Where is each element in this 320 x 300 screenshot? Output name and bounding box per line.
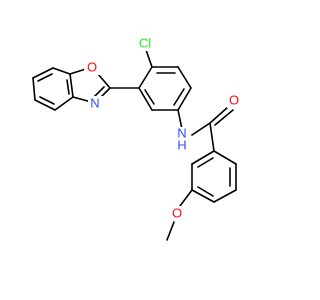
bond-inner — [66, 79, 70, 95]
label-background — [135, 36, 156, 51]
benzoxazole-benzene-ring — [32, 67, 74, 111]
bond — [191, 189, 215, 203]
bond — [191, 150, 215, 165]
bond — [54, 96, 74, 111]
bond — [209, 122, 215, 152]
label-background — [169, 206, 185, 221]
bond — [32, 77, 36, 101]
methoxy-oxygen-label: O — [172, 206, 182, 221]
oxazole-oxygen-label: O — [87, 60, 97, 75]
label-background — [227, 93, 242, 108]
bond-inner — [144, 89, 155, 105]
bond-inner — [173, 88, 185, 106]
atom-labels: O N Cl N H O O — [84, 36, 242, 221]
bond — [138, 66, 153, 89]
bond — [177, 87, 192, 111]
bond-inner — [197, 157, 214, 168]
bond — [34, 99, 56, 111]
carbonyl-oxygen-label: O — [229, 93, 239, 108]
bond — [179, 189, 193, 207]
bond-inner — [37, 73, 53, 82]
bond — [209, 106, 229, 124]
bond — [177, 66, 192, 89]
bond — [213, 189, 237, 203]
bond — [166, 221, 175, 241]
chlorophenyl-ring — [138, 66, 192, 111]
bond — [145, 49, 153, 68]
chlorine-label: Cl — [139, 36, 151, 51]
bond — [213, 150, 237, 165]
bond — [177, 109, 183, 130]
amide-hydrogen-label: H — [177, 138, 186, 153]
molecule-diagram: O N Cl N H O O — [32, 35, 242, 241]
oxazole-nitrogen-label: N — [90, 96, 99, 111]
bond — [191, 122, 211, 136]
amide-nitrogen-label: N — [177, 126, 186, 141]
bond-inner — [39, 96, 55, 105]
label-background — [88, 96, 103, 111]
bond-double — [214, 109, 234, 126]
methoxyphenyl-ring — [191, 150, 237, 203]
bond — [138, 87, 153, 111]
bond — [69, 73, 74, 98]
molecule-structure-canvas: O N Cl N H O O — [32, 35, 242, 241]
label-background — [84, 60, 100, 75]
bond — [32, 67, 54, 79]
bond — [52, 67, 71, 75]
bond-inner — [197, 186, 214, 197]
label-background — [174, 127, 189, 151]
